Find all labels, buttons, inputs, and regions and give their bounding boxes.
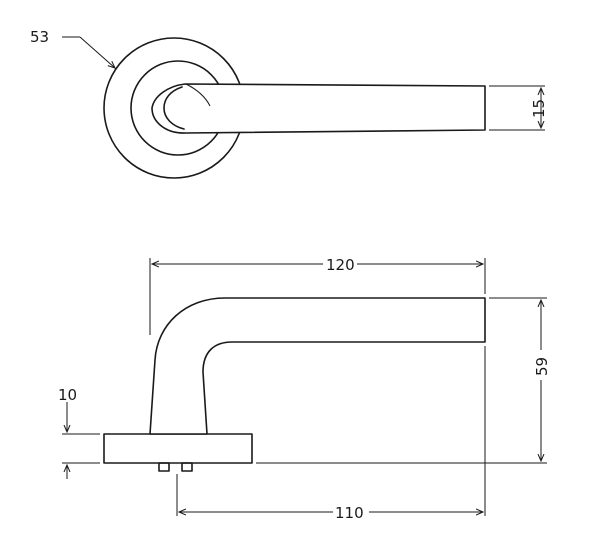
dimension-15-label: 15 [530, 99, 548, 118]
side-view: 120 59 10 110 [58, 256, 551, 522]
lever-arm-top [151, 83, 486, 134]
dimension-53-label: 53 [30, 28, 49, 46]
dimension-120-label: 120 [326, 256, 355, 274]
fixing-screw-left [158, 462, 170, 472]
lever-handle-side [149, 297, 486, 435]
dimension-10-label: 10 [58, 386, 77, 404]
lever-neck-contour [163, 86, 185, 130]
leader-53-arrow [79, 36, 115, 68]
dimension-59-label: 59 [533, 357, 551, 376]
dimension-110-label: 110 [335, 504, 364, 522]
lever-neck-shading [185, 83, 211, 107]
top-view: 53 15 [30, 28, 548, 179]
rose-base-plate [103, 433, 253, 464]
fixing-screw-right [181, 462, 193, 472]
